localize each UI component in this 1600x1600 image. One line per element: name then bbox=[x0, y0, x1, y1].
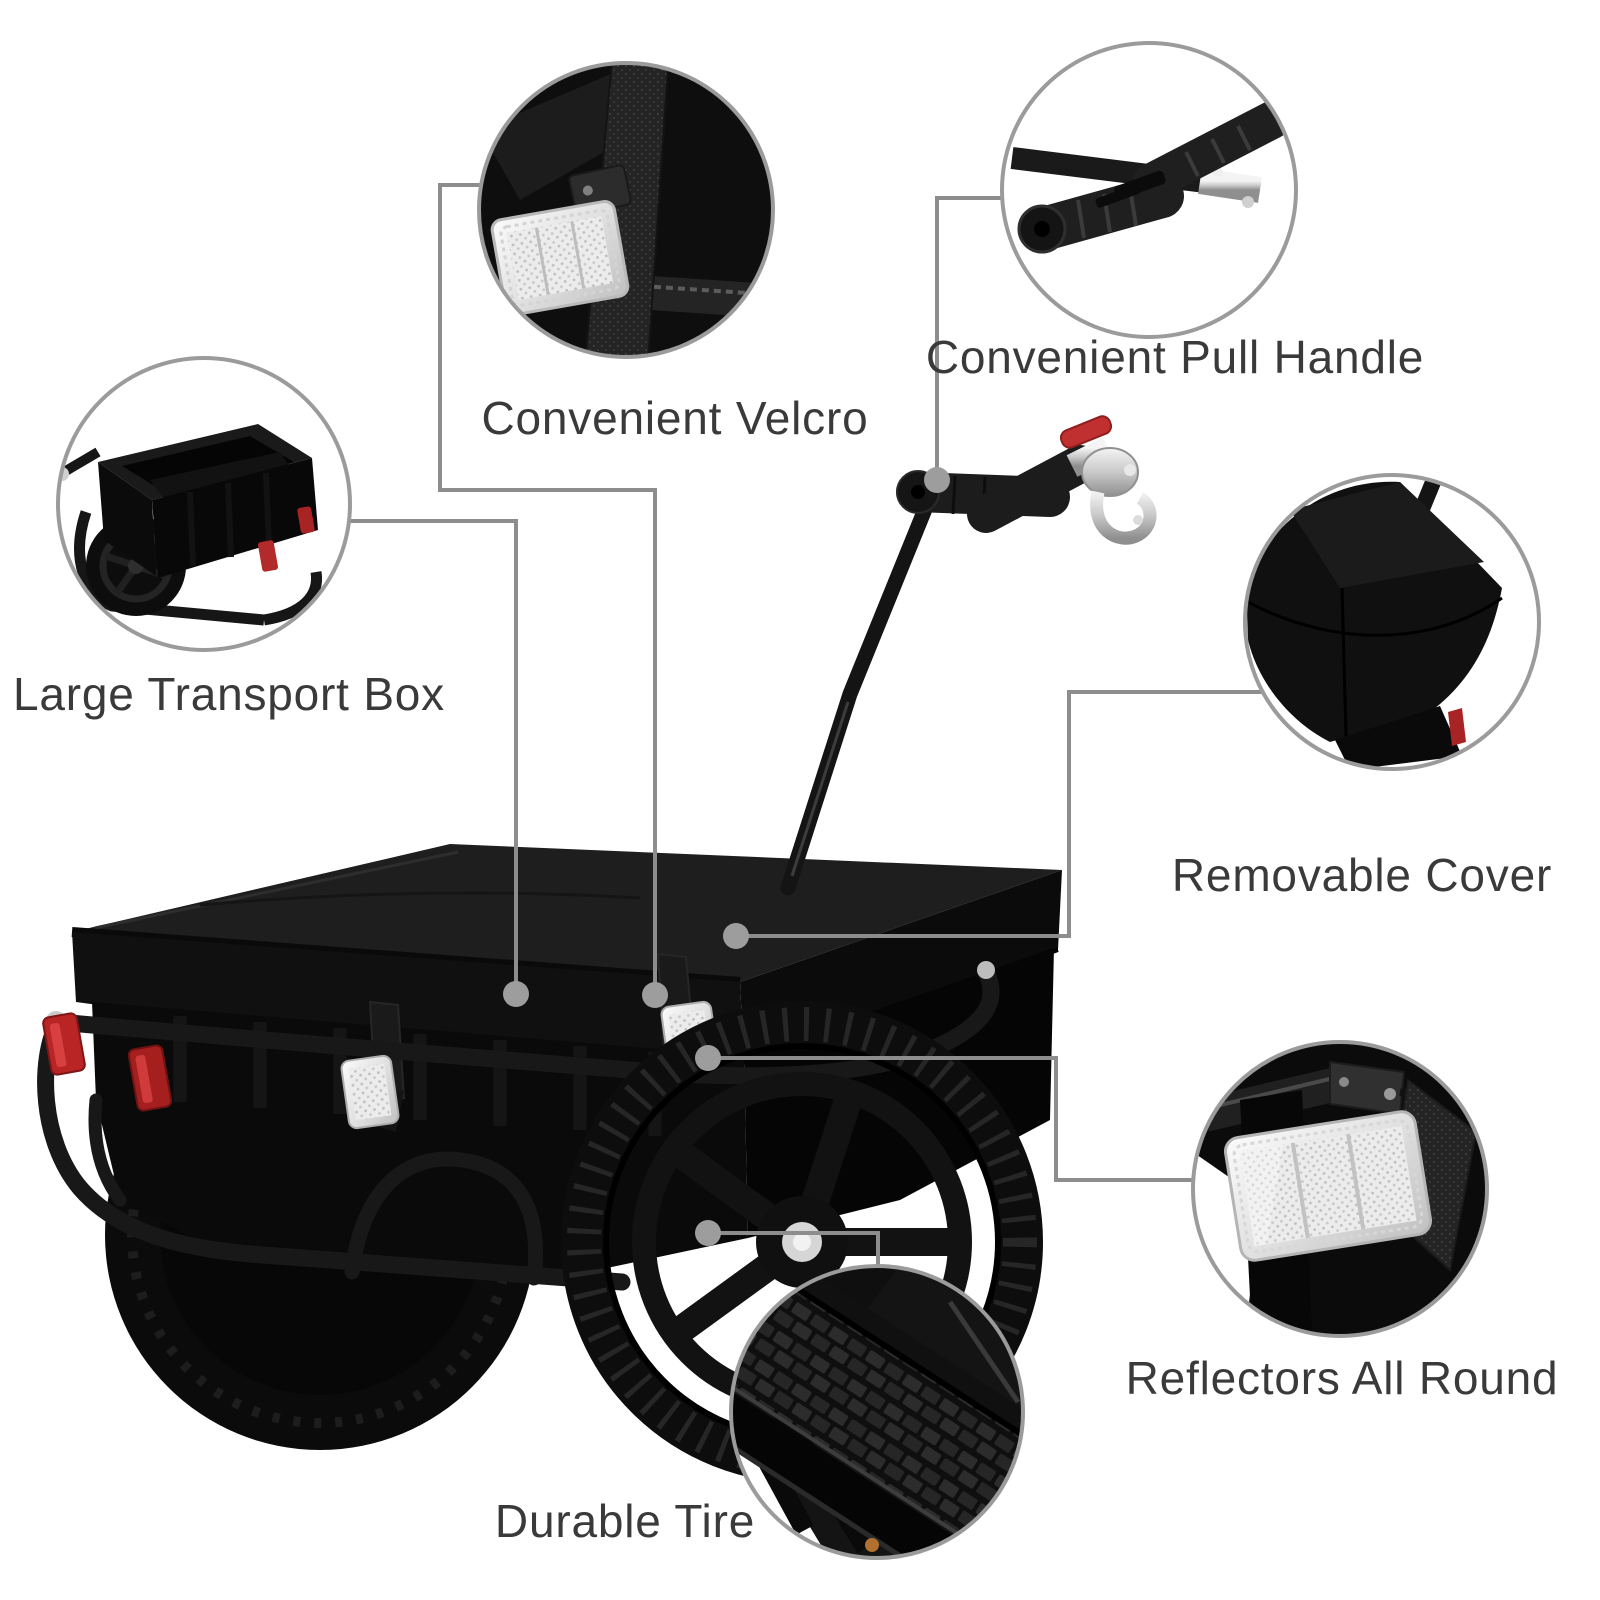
label-large-transport-box: Large Transport Box bbox=[13, 668, 445, 720]
hitch-clamp bbox=[1081, 447, 1139, 497]
leader-durable-tire bbox=[708, 1231, 880, 1266]
cart-drawbar bbox=[780, 484, 940, 896]
leader-removable-cover bbox=[736, 690, 1263, 938]
cart-red-reflectors bbox=[42, 1012, 173, 1112]
label-convenient-pull-handle: Convenient Pull Handle bbox=[925, 331, 1425, 383]
label-removable-cover: Removable Cover bbox=[1171, 849, 1553, 901]
hitch-red-lever bbox=[1059, 415, 1113, 449]
velcro-reflector-detail bbox=[490, 200, 630, 316]
pull-handle-grip-upper bbox=[1133, 101, 1291, 201]
label-reflectors-all-round: Reflectors All Round bbox=[1125, 1352, 1559, 1404]
callout-circle-convenient-pull-handle bbox=[1000, 41, 1298, 339]
leader-lines bbox=[349, 183, 1263, 1266]
reflector-detail bbox=[1224, 1110, 1432, 1262]
callout-circle-removable-cover bbox=[1243, 473, 1541, 771]
leader-reflectors-all-round bbox=[708, 1056, 1193, 1182]
callout-circle-large-transport-box bbox=[56, 356, 352, 652]
label-durable-tire: Durable Tire bbox=[494, 1495, 756, 1547]
leader-convenient-pull-handle bbox=[935, 196, 1002, 480]
leader-convenient-velcro bbox=[438, 183, 657, 995]
frame-end-cap-right bbox=[977, 961, 995, 979]
leader-dots bbox=[503, 467, 950, 1246]
label-convenient-velcro: Convenient Velcro bbox=[481, 392, 869, 444]
callout-circle-reflectors-all-round bbox=[1191, 1040, 1489, 1338]
tire-tread-detail bbox=[731, 1266, 1023, 1558]
callout-circle-convenient-velcro bbox=[477, 61, 775, 359]
callout-circle-durable-tire bbox=[729, 1264, 1025, 1560]
leader-large-transport-box bbox=[349, 519, 518, 994]
